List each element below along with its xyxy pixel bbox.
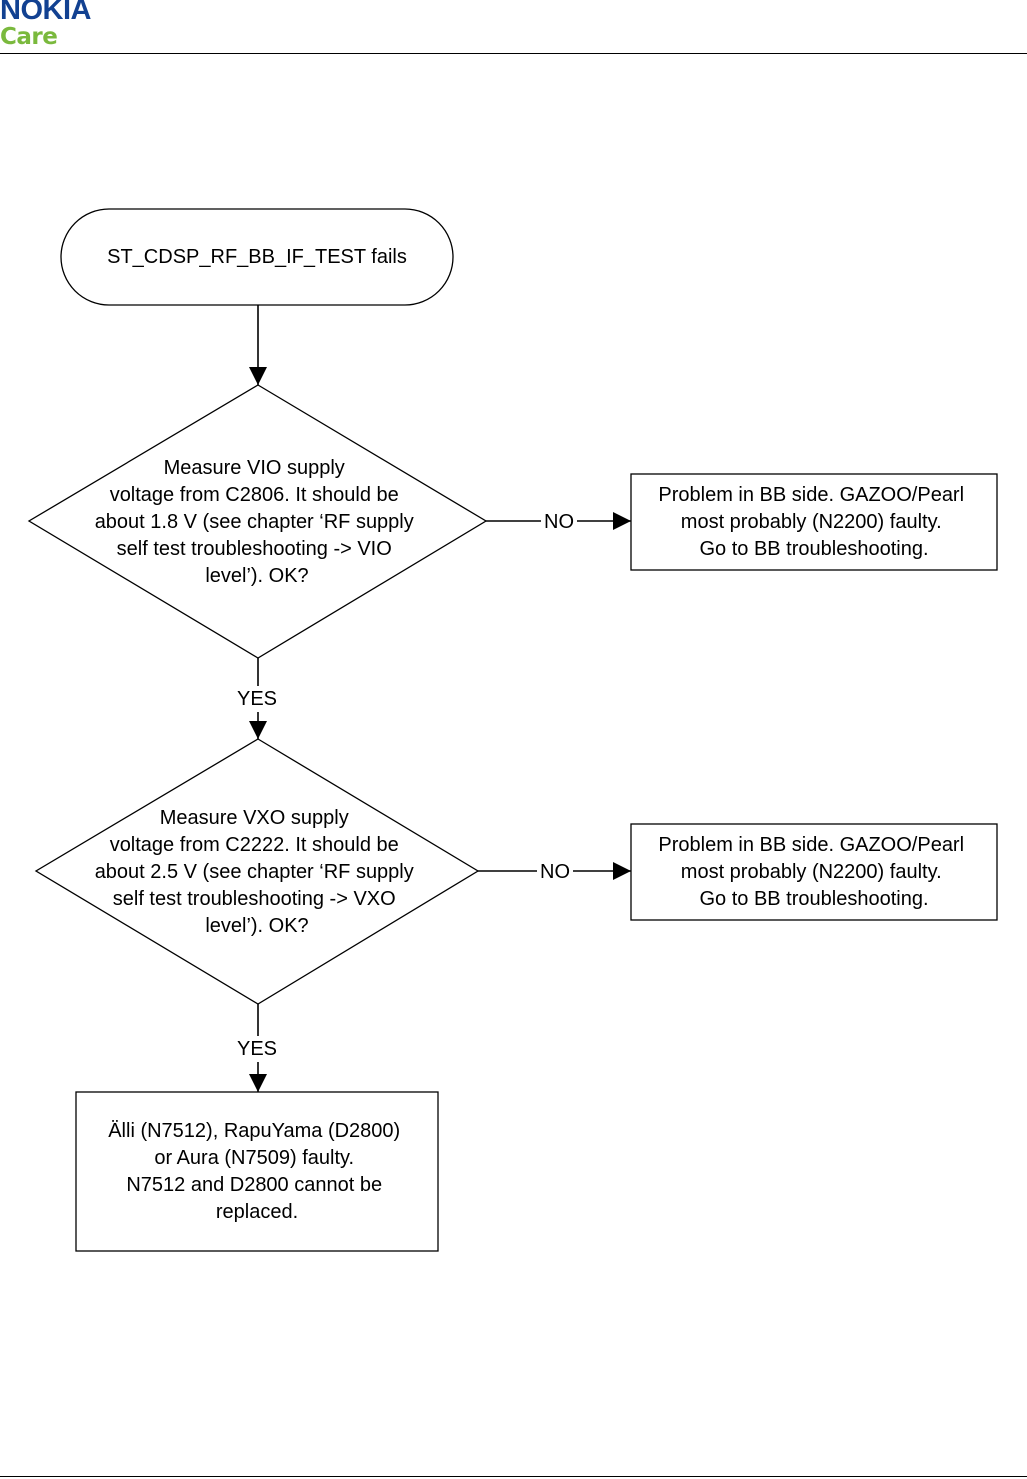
decision-vxo-text: Measure VXO supply voltage from C2222. I… <box>95 807 420 937</box>
decision-vxo-line: voltage from C2222. It should be <box>110 834 399 856</box>
decision-vxo-line: self test troubleshooting -> VXO <box>113 888 396 910</box>
result-line: Go to BB troubleshooting. <box>699 888 928 910</box>
yes-label-1: YES <box>237 688 277 710</box>
decision-vio-line: Measure VIO supply <box>164 457 345 479</box>
final-faulty-node: Älli (N7512), RapuYama (D2800) or Aura (… <box>75 1091 439 1252</box>
decision-vxo-node: Measure VXO supply voltage from C2222. I… <box>34 738 480 1005</box>
final-line: Älli (N7512), RapuYama (D2800) <box>108 1120 400 1142</box>
result-line: Go to BB troubleshooting. <box>699 538 928 560</box>
yes-label-2: YES <box>237 1038 277 1060</box>
final-line: replaced. <box>216 1201 298 1223</box>
result-line: Problem in BB side. GAZOO/Pearl <box>658 834 964 856</box>
start-node-text: ST_CDSP_RF_BB_IF_TEST fails <box>107 246 407 268</box>
final-line: or Aura (N7509) faulty. <box>154 1147 354 1169</box>
result-bb-problem-2: Problem in BB side. GAZOO/Pearl most pro… <box>630 823 998 921</box>
result-line: most probably (N2200) faulty. <box>681 861 942 883</box>
final-line: N7512 and D2800 cannot be <box>126 1174 382 1196</box>
decision-vio-line: about 1.8 V (see chapter ‘RF supply <box>95 511 414 533</box>
decision-vio-node: Measure VIO supply voltage from C2806. I… <box>27 384 488 659</box>
decision-vxo-line: about 2.5 V (see chapter ‘RF supply <box>95 861 414 883</box>
result-bb-problem-2-text: Problem in BB side. GAZOO/Pearl most pro… <box>658 834 969 910</box>
decision-vio-line: level’). OK? <box>205 565 308 587</box>
final-faulty-text: Älli (N7512), RapuYama (D2800) or Aura (… <box>108 1120 406 1223</box>
no-label-1: NO <box>544 511 574 533</box>
decision-vio-line: voltage from C2806. It should be <box>110 484 399 506</box>
result-bb-problem-1: Problem in BB side. GAZOO/Pearl most pro… <box>630 473 998 571</box>
decision-vxo-line: Measure VXO supply <box>160 807 349 829</box>
start-node: ST_CDSP_RF_BB_IF_TEST fails <box>60 208 454 306</box>
header-rule <box>0 53 1027 54</box>
care-logo: Care <box>0 24 58 50</box>
result-line: most probably (N2200) faulty. <box>681 511 942 533</box>
result-line: Problem in BB side. GAZOO/Pearl <box>658 484 964 506</box>
no-label-2: NO <box>540 861 570 883</box>
decision-vio-line: self test troubleshooting -> VIO <box>117 538 392 560</box>
footer-rule <box>0 1476 1027 1477</box>
decision-vxo-line: level’). OK? <box>205 915 308 937</box>
decision-vio-text: Measure VIO supply voltage from C2806. I… <box>95 457 420 587</box>
result-bb-problem-1-text: Problem in BB side. GAZOO/Pearl most pro… <box>658 484 969 560</box>
nokia-logo: NOKIA <box>0 0 91 26</box>
